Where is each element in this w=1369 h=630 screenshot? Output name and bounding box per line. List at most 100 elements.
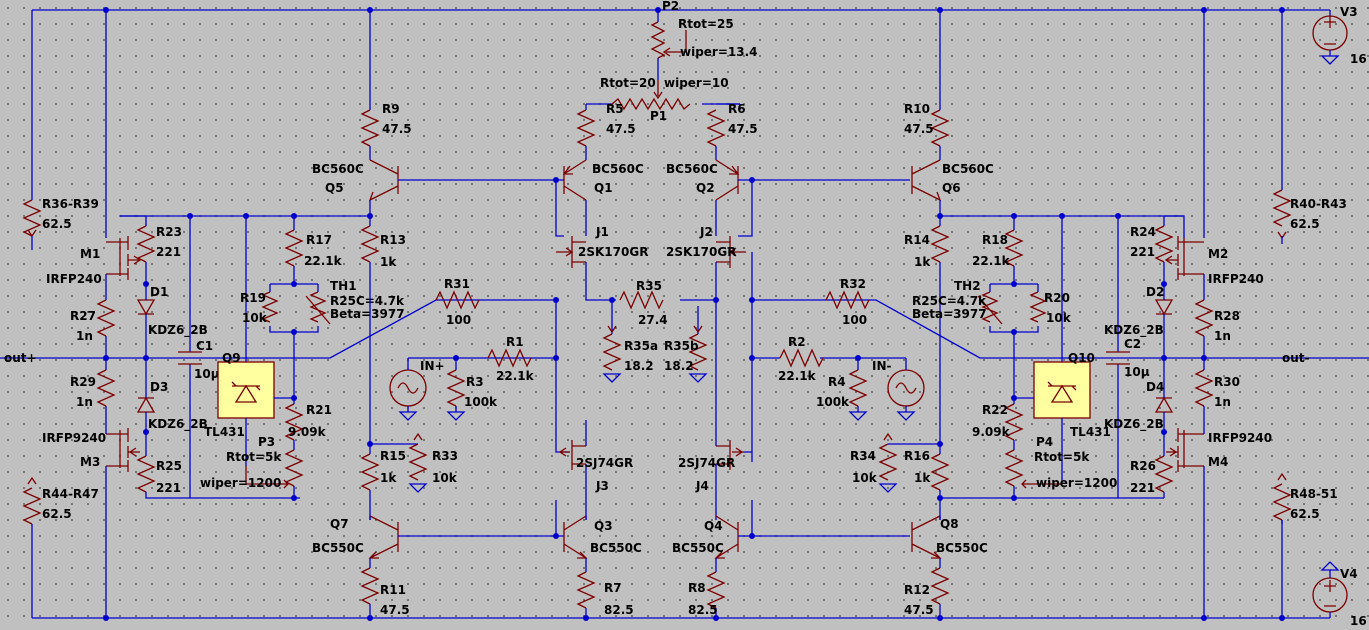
r35a-value: 18.2 bbox=[624, 359, 654, 373]
th2-r25c: R25C=4.7k bbox=[912, 294, 987, 308]
positive-rail bbox=[31, 9, 1330, 200]
r8-label: R8 bbox=[688, 581, 706, 595]
j1-label: J1 bbox=[595, 225, 609, 239]
resistor-r30: R30 1n bbox=[1194, 358, 1240, 428]
transistor-q8: Q8 BC550C bbox=[911, 515, 988, 568]
r34-value: 10k bbox=[852, 471, 878, 485]
r4-value: 100k bbox=[816, 395, 850, 409]
r25-label: R25 bbox=[156, 459, 182, 473]
resistor-r16: R16 1k bbox=[888, 441, 1014, 520]
r30-value: 1n bbox=[1214, 395, 1231, 409]
p4-label: P4 bbox=[1036, 435, 1053, 449]
capacitor-c2: C2 10µ bbox=[1106, 216, 1150, 498]
mosfet-m2: M2 IRFP240 bbox=[1164, 10, 1264, 300]
voltage-source-v4: V4 16 bbox=[1312, 561, 1367, 628]
r12-label: R12 bbox=[904, 583, 930, 597]
r19-label: R19 bbox=[240, 291, 266, 305]
p2-label: P2 bbox=[662, 0, 679, 13]
r5-value: 47.5 bbox=[606, 122, 636, 136]
p3-wiper: wiper=1200 bbox=[200, 476, 281, 490]
q3-model: BC550C bbox=[590, 541, 642, 555]
resistor-r12: R12 47.5 bbox=[904, 567, 950, 618]
r24-label: R24 bbox=[1130, 225, 1156, 239]
r17-label: R17 bbox=[306, 233, 332, 247]
r3-label: R3 bbox=[466, 375, 484, 389]
mosfet-m3: IRFP9240 M3 bbox=[42, 428, 140, 618]
trimmer-p1: Rtot=20 wiper=10 P1 bbox=[586, 76, 740, 123]
q1-model: BC560C bbox=[592, 162, 644, 176]
trimmer-p4: P4 Rtot=5k wiper=1200 bbox=[1004, 435, 1164, 501]
resistor-r48-51: R48-51 62.5 bbox=[1272, 472, 1338, 524]
r9-label: R9 bbox=[382, 102, 400, 116]
regulator-q10: Q10 TL431 bbox=[1011, 351, 1111, 484]
d2-model: KDZ6_2B bbox=[1104, 323, 1164, 338]
p4-rtot: Rtot=5k bbox=[1034, 450, 1090, 464]
resistor-r10: R10 47.5 bbox=[904, 10, 950, 160]
q2-model: BC560C bbox=[666, 162, 718, 176]
r24-value: 221 bbox=[1130, 245, 1155, 259]
resistor-r26: R26 221 bbox=[1130, 432, 1174, 498]
r20-label: R20 bbox=[1044, 291, 1070, 305]
m3-label: M3 bbox=[80, 455, 100, 469]
q2-label: Q2 bbox=[696, 181, 715, 195]
transistor-q2: BC560C Q2 bbox=[666, 159, 910, 215]
resistor-r21: R21 9.09k bbox=[284, 398, 332, 450]
resistor-r31: R31 100 bbox=[435, 277, 480, 327]
transistor-q4: Q4 BC550C bbox=[672, 500, 910, 572]
trimmer-p3: P3 Rtot=5k wiper=1200 bbox=[200, 435, 304, 501]
p3-label: P3 bbox=[258, 435, 275, 449]
resistor-r35a: R35a 18.2 bbox=[602, 300, 658, 383]
resistor-r5: R5 47.5 bbox=[576, 102, 636, 160]
r15-value: 1k bbox=[380, 471, 397, 485]
d4-model: KDZ6_2B bbox=[1104, 417, 1164, 432]
resistor-r32: R32 100 out- bbox=[825, 277, 1369, 365]
r18-value: 22.1k bbox=[972, 254, 1011, 268]
d1-label: D1 bbox=[150, 285, 168, 299]
resistor-r35: R35 27.4 bbox=[619, 279, 668, 327]
th1-label: TH1 bbox=[330, 279, 357, 293]
q5-label: Q5 bbox=[325, 181, 344, 195]
r14-value: 1k bbox=[914, 255, 931, 269]
r8-value: 82.5 bbox=[688, 603, 718, 617]
out-plus-label: out+ bbox=[4, 351, 37, 365]
capacitor-c1: C1 10µ bbox=[178, 216, 220, 498]
q9-model: TL431 bbox=[204, 425, 245, 439]
r40-label: R40-R43 bbox=[1290, 197, 1347, 211]
v4-label: V4 bbox=[1340, 567, 1358, 581]
r15-label: R15 bbox=[380, 449, 406, 463]
r34-label: R34 bbox=[850, 449, 876, 463]
jfet-j2: J2 2SK170GR bbox=[666, 215, 753, 280]
m4-label: M4 bbox=[1208, 455, 1228, 469]
regulator-q9: Q9 TL431 bbox=[204, 351, 297, 466]
r10-label: R10 bbox=[904, 102, 930, 116]
th2-label: TH2 bbox=[954, 279, 981, 293]
r1-label: R1 bbox=[506, 335, 524, 349]
q6-label: Q6 bbox=[942, 181, 961, 195]
m1-model: IRFP240 bbox=[46, 272, 102, 286]
zener-d3: D3 KDZ6_2B bbox=[136, 358, 208, 435]
q5-model: BC560C bbox=[312, 162, 364, 176]
r18-label: R18 bbox=[982, 233, 1008, 247]
q1-label: Q1 bbox=[594, 181, 613, 195]
resistor-r27: R27 1n bbox=[70, 299, 116, 358]
c2-label: C2 bbox=[1124, 337, 1141, 351]
zener-d2: D2 KDZ6_2B bbox=[1104, 284, 1174, 358]
resistor-r29: R29 1n bbox=[70, 358, 116, 428]
r21-value: 9.09k bbox=[288, 425, 327, 439]
r11-label: R11 bbox=[380, 583, 406, 597]
transistor-q7: Q7 BC550C bbox=[312, 515, 556, 568]
p1-label: P1 bbox=[650, 109, 667, 123]
r31-value: 100 bbox=[446, 313, 471, 327]
in-minus-label: IN- bbox=[872, 359, 892, 373]
r11-value: 47.5 bbox=[380, 603, 410, 617]
q3-label: Q3 bbox=[594, 519, 613, 533]
resistor-r36-r39: R36-R39 62.5 bbox=[22, 197, 99, 250]
r6-value: 47.5 bbox=[728, 122, 758, 136]
r28-label: R28 bbox=[1214, 309, 1240, 323]
resistor-r7: R7 82.5 bbox=[576, 571, 634, 618]
r28-value: 1n bbox=[1214, 329, 1231, 343]
bias-network-left bbox=[120, 213, 373, 362]
mosfet-m4: IRFP9240 M4 bbox=[1166, 428, 1272, 618]
m4-model: IRFP9240 bbox=[1208, 431, 1272, 445]
